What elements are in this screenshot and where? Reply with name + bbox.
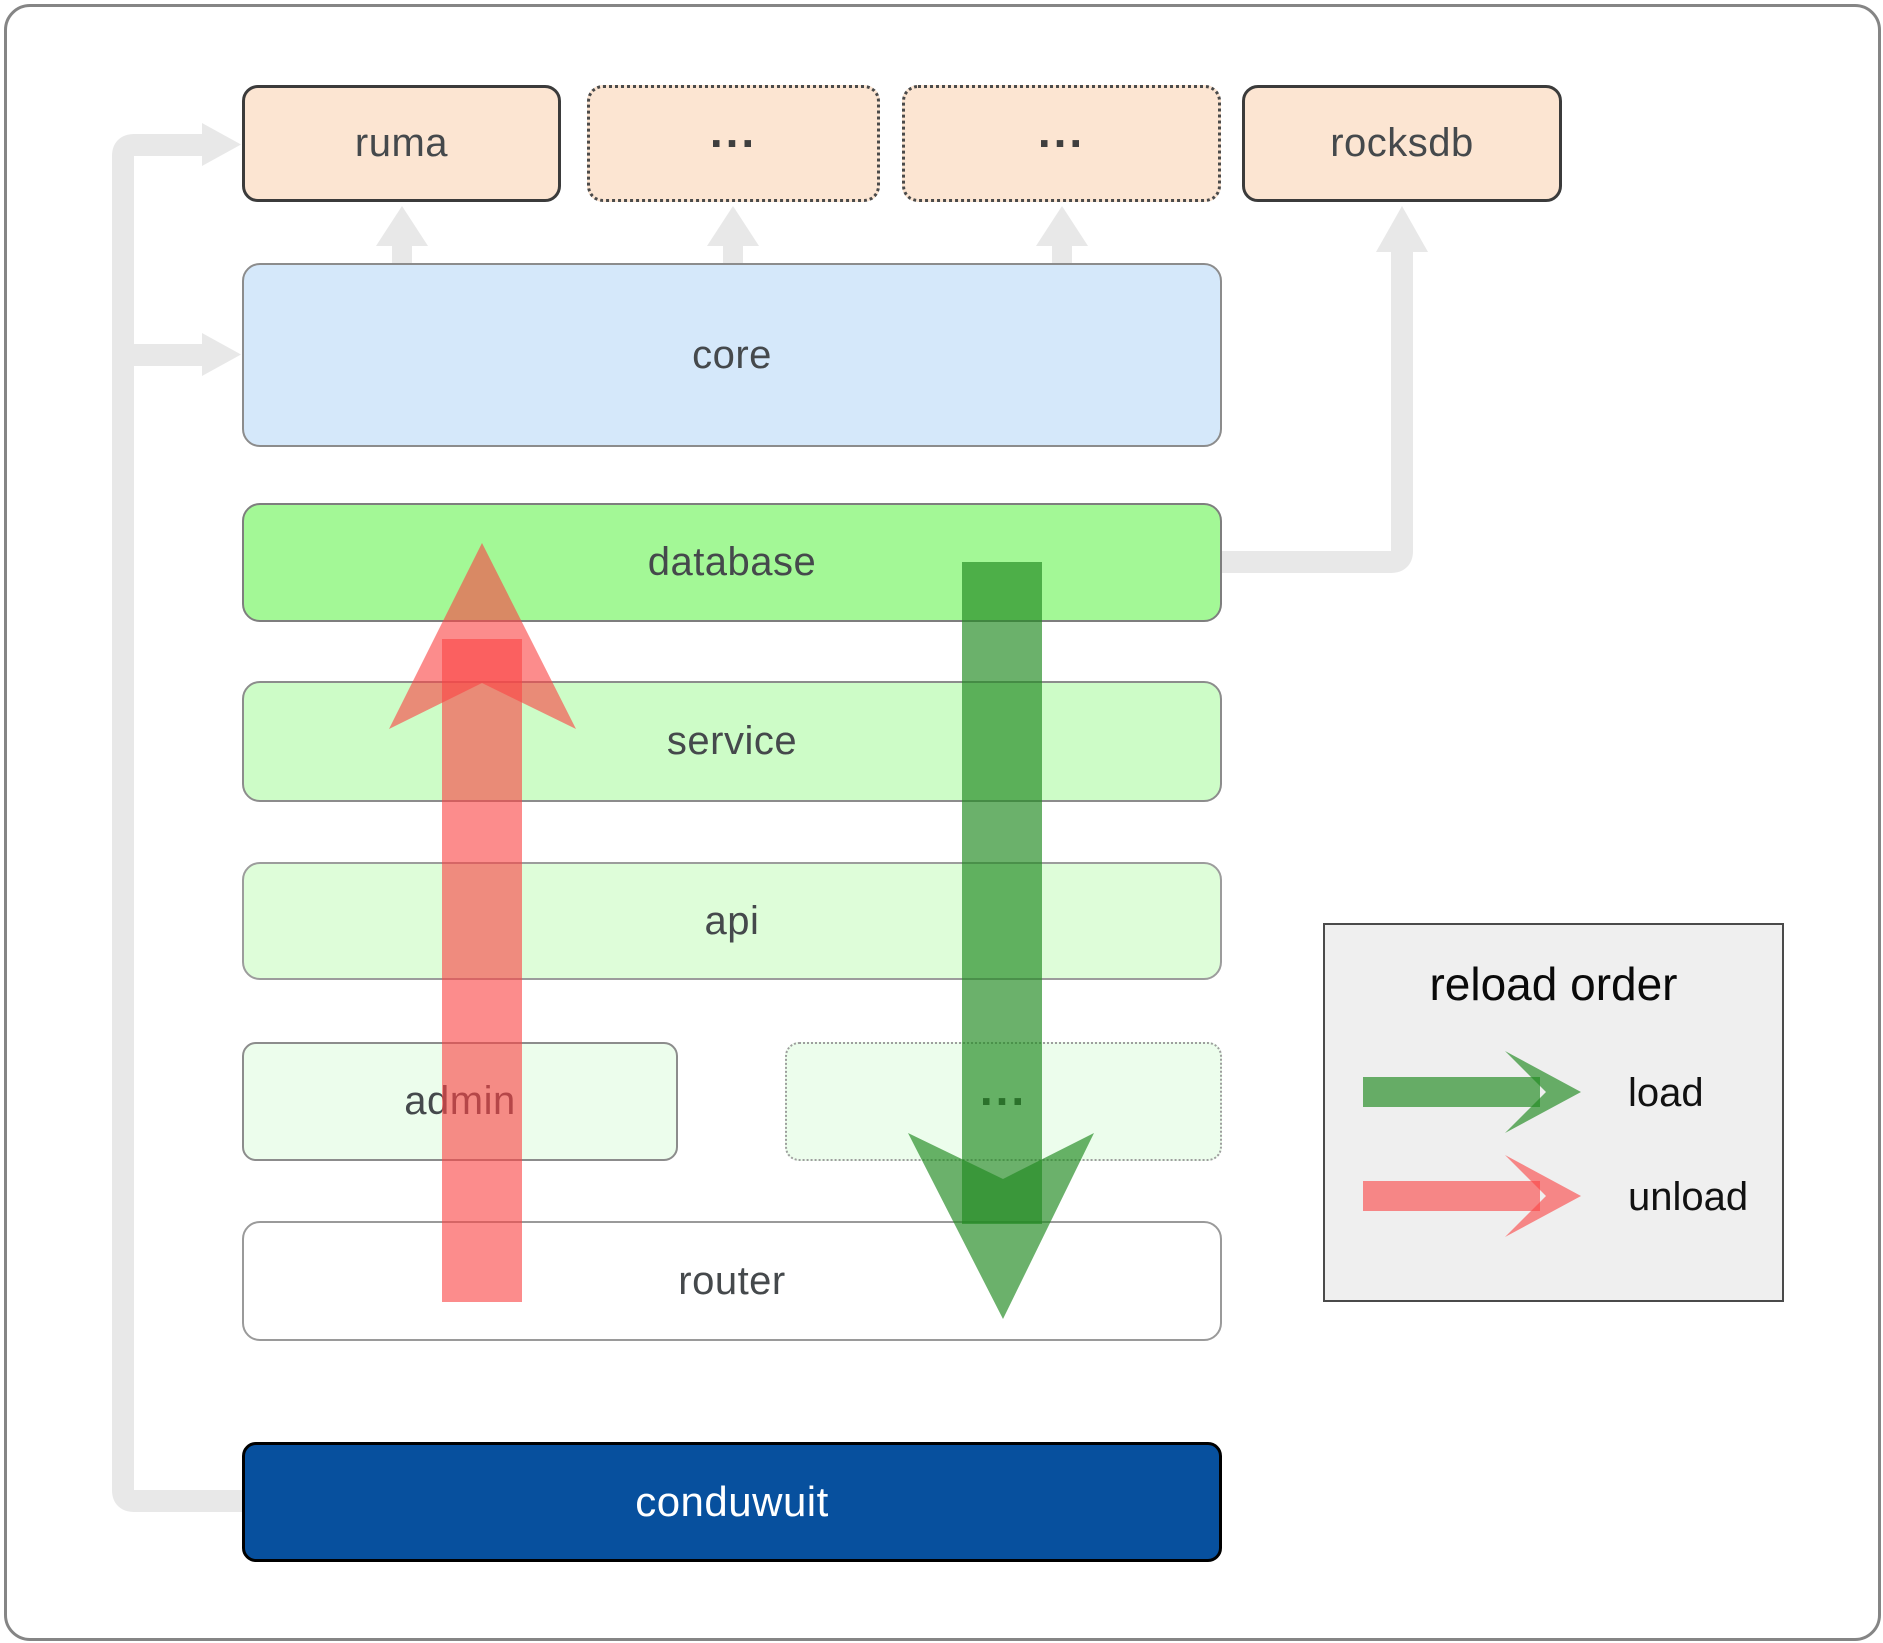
node-conduwuit: conduwuit <box>242 1442 1222 1562</box>
node-ellipsis-top-1-label: ... <box>709 104 758 157</box>
node-service: service <box>242 681 1222 802</box>
node-ruma-label: ruma <box>354 121 449 165</box>
node-api: api <box>242 862 1222 980</box>
diagram-outer-frame <box>4 4 1881 1641</box>
node-ellipsis-admin-label: ... <box>979 1062 1028 1115</box>
node-core-label: core <box>692 332 772 377</box>
node-api-label: api <box>704 898 760 943</box>
node-ellipsis-admin: ... <box>785 1042 1222 1161</box>
node-service-label: service <box>666 719 798 763</box>
node-ruma: ruma <box>242 85 561 202</box>
node-rocksdb: rocksdb <box>1242 85 1562 202</box>
node-admin-label: admin <box>404 1079 516 1123</box>
legend-title: reload order <box>1429 958 1678 1010</box>
node-rocksdb-label: rocksdb <box>1330 121 1474 165</box>
node-ellipsis-top-2: ... <box>902 85 1221 202</box>
node-router-label: router <box>678 1258 786 1303</box>
node-core: core <box>242 263 1222 447</box>
legend: reload order load unload <box>1323 923 1784 1302</box>
node-database: database <box>242 503 1222 622</box>
node-ellipsis-top-1: ... <box>587 85 880 202</box>
node-conduwuit-label: conduwuit <box>635 1478 829 1525</box>
node-router: router <box>242 1221 1222 1341</box>
node-database-label: database <box>647 540 817 584</box>
node-admin: admin <box>242 1042 678 1161</box>
node-ellipsis-top-2-label: ... <box>1037 104 1086 157</box>
legend-load-label: load <box>1628 1071 1704 1115</box>
legend-unload-label: unload <box>1628 1175 1749 1219</box>
